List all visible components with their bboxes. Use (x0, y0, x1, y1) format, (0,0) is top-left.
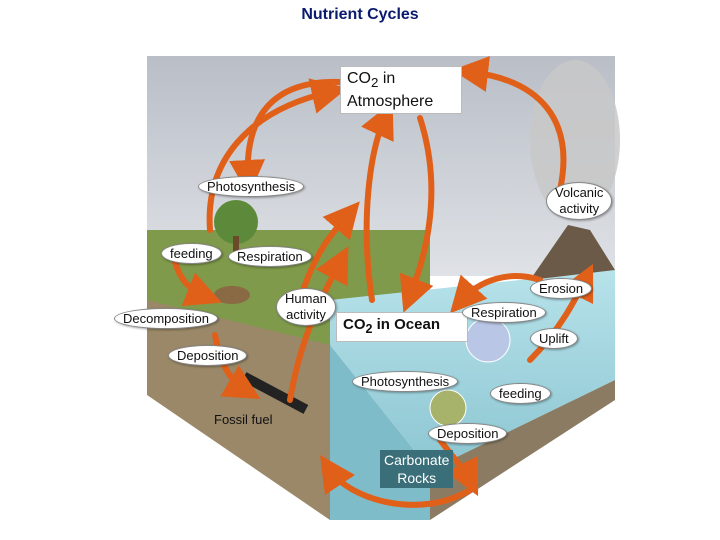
activity-text: activity (286, 307, 326, 322)
co2-text: CO (347, 70, 371, 87)
arrow-land-to-atmosphere (206, 78, 348, 233)
volcano (530, 225, 615, 280)
co2-ocean-label: CO2 in Ocean (336, 312, 468, 342)
fossil-fuel-label: Fossil fuel (214, 412, 273, 427)
deposition-ocean-label: Deposition (428, 423, 508, 444)
in-ocean-text: in Ocean (372, 316, 440, 333)
arrow-respiration-land (172, 259, 222, 307)
in-text: in (378, 70, 396, 87)
elk (214, 286, 250, 304)
arrow-deposition-ocean (437, 437, 479, 497)
arrow-atmosphere-to-ocean (399, 115, 435, 313)
photosynthesis-ocean-label: Photosynthesis (352, 371, 459, 392)
arrow-carbonate-cycle (319, 455, 473, 508)
arrow-deposition-land (212, 332, 261, 400)
human-activity-label: Human activity (276, 288, 336, 326)
diatom-cell (429, 389, 467, 427)
diagram-title: Nutrient Cycles (301, 6, 419, 23)
co2-subscript: 2 (365, 322, 373, 336)
co2-text: CO (343, 316, 366, 333)
arrow-ocean-to-atmosphere (361, 101, 394, 303)
carbonate-text: Carbonate (384, 452, 450, 468)
erosion-label: Erosion (530, 278, 593, 299)
atmosphere-text: Atmosphere (347, 93, 434, 111)
volcanic-activity-label: Volcanic activity (546, 182, 613, 220)
carbonate-rocks-label: Carbonate Rocks (380, 450, 454, 488)
volcanic-text: Volcanic (555, 185, 604, 200)
deposition-land-label: Deposition (168, 345, 248, 366)
feeding-land-label: feeding (161, 243, 222, 264)
decomposition-label: Decomposition (114, 308, 218, 329)
arrow-erosion (449, 273, 543, 314)
arrow-volcano-to-atmosphere (452, 56, 567, 193)
activity-text: activity (559, 201, 600, 216)
human-text: Human (285, 291, 327, 306)
co2-atmosphere-label: CO2 in Atmosphere (340, 66, 462, 115)
rocks-text: Rocks (397, 470, 437, 486)
volcanic-smoke (530, 60, 620, 220)
respiration-ocean-label: Respiration (462, 302, 546, 323)
respiration-land-label: Respiration (228, 246, 312, 267)
feeding-ocean-label: feeding (490, 383, 551, 404)
plankton-cell (465, 317, 511, 363)
tree-crown (214, 200, 258, 244)
photosynthesis-land-label: Photosynthesis (198, 176, 305, 197)
uplift-label: Uplift (530, 328, 578, 349)
arrow-human-activity (297, 201, 360, 303)
co2-subscript: 2 (371, 75, 379, 91)
tree-trunk (233, 236, 239, 254)
